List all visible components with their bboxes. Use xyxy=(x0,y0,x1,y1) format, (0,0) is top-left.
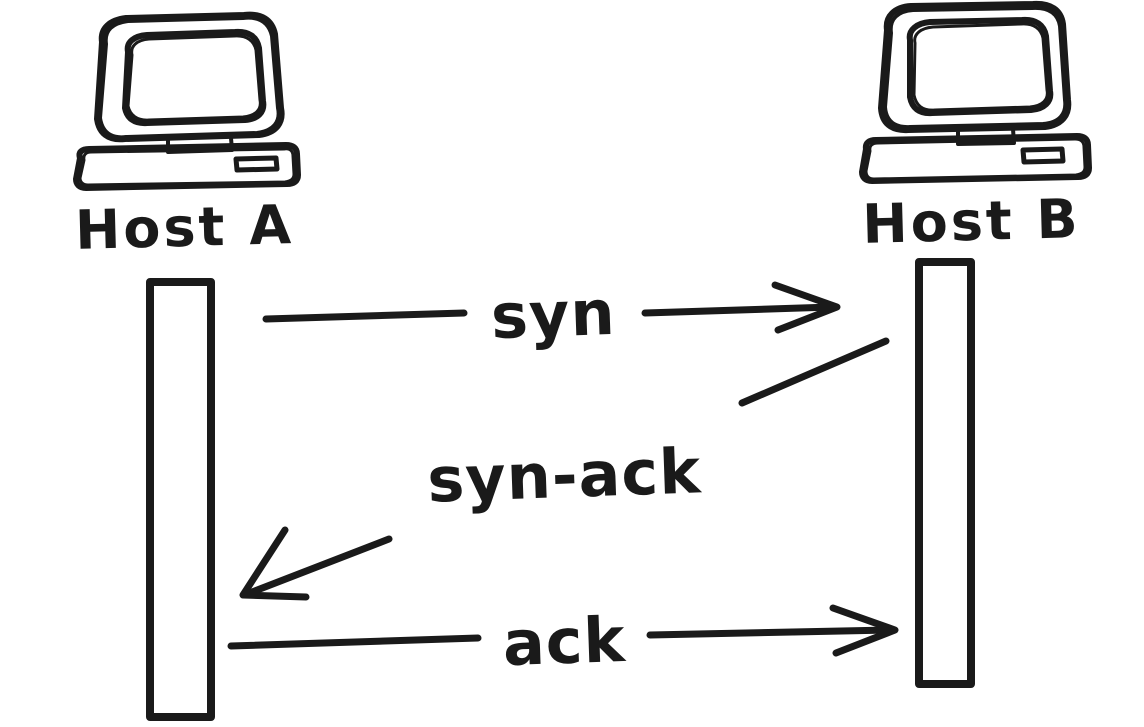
message-arrow-syn xyxy=(262,281,841,334)
host-b-label: Host B xyxy=(862,187,1082,256)
message-label-syn-ack: syn-ack xyxy=(426,434,703,517)
host-a-lifeline xyxy=(146,278,215,721)
host-a-computer-icon xyxy=(73,11,301,191)
message-label-syn: syn xyxy=(490,276,617,353)
host-b-lifeline xyxy=(915,258,975,688)
host-a-label: Host A xyxy=(74,193,294,262)
message-arrow-ack xyxy=(227,604,899,657)
message-arrow-syn-ack xyxy=(239,337,890,601)
message-label-ack: ack xyxy=(502,603,628,680)
host-b-computer-icon xyxy=(859,0,1092,184)
